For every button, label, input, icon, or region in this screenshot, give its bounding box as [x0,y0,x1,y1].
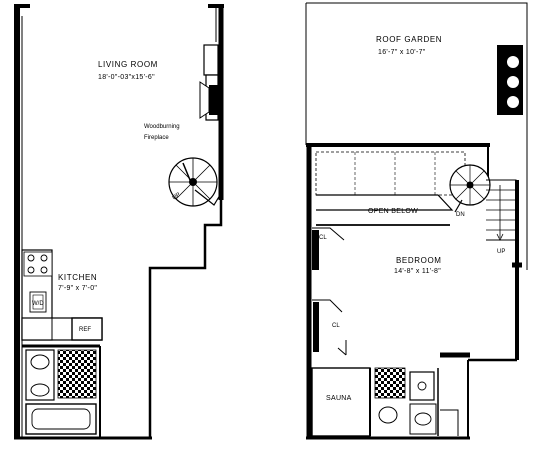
toilet-icon-upper [378,406,398,424]
spiral-stair-upper [449,164,491,213]
kitchen-dims: 7'-9" x 7'-0" [58,285,97,292]
sink-icon-upper [414,412,432,426]
closet-label-1: CL [319,235,327,241]
sink-icon [30,383,50,397]
bedroom-dims: 14'-8" x 11'-8" [394,268,441,275]
straight-stair-upper [486,179,517,241]
lower-bathroom [22,344,101,438]
fireplace-label-1: Woodburning [144,124,180,130]
roof-garden-name: ROOF GARDEN [376,35,442,44]
kitchen-counters [21,249,103,341]
upper-bathroom [374,367,459,436]
lower-level-plan [14,4,224,440]
closet-label-2: CL [332,323,340,329]
kitchen-name: KITCHEN [58,273,97,282]
upper-level-plan [305,2,528,440]
roof-garden-dims: 16'-7" x 10'-7" [378,49,426,56]
open-below-label: OPEN BELOW [368,208,418,215]
living-room-dims: 18'-0"-03"x15'-6" [98,74,155,81]
washer-dryer-label: W/D [32,301,44,307]
roof-garden-outline [305,2,528,270]
spiral-stair-lower [168,157,221,207]
upper-stair-dn-label: DN [456,212,465,218]
sauna [311,367,371,437]
bedroom-name: BEDROOM [396,256,442,265]
sauna-label: SAUNA [326,395,352,402]
lower-stair-up-label: UP [172,192,182,202]
toilet-icon [30,354,50,370]
fireplace-label-2: Fireplace [144,135,169,141]
living-room-name: LIVING ROOM [98,60,158,69]
refrigerator-label: REF [79,327,91,333]
upper-stair-up-label: UP [497,249,505,255]
fireplace [199,44,219,121]
